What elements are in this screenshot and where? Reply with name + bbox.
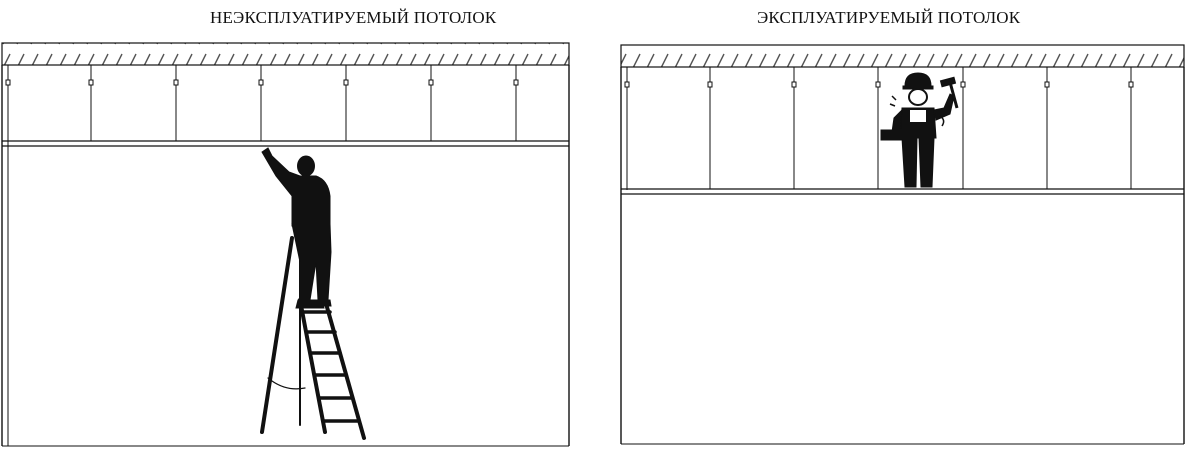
title-non-serviceable-ceiling: НЕЭКСПЛУАТИРУЕМЫЙ ПОТОЛОК	[210, 8, 497, 27]
person-on-ladder-icon	[261, 147, 332, 309]
left-hangers	[5, 65, 519, 141]
right-hangers	[624, 67, 1134, 189]
right-panel	[620, 44, 1185, 445]
right-slab	[620, 44, 1185, 68]
title-serviceable-ceiling: ЭКСПЛУАТИРУЕМЫЙ ПОТОЛОК	[757, 8, 1021, 27]
left-slab	[1, 42, 570, 66]
left-panel	[1, 42, 570, 447]
worker-with-hammer-icon	[880, 72, 959, 188]
